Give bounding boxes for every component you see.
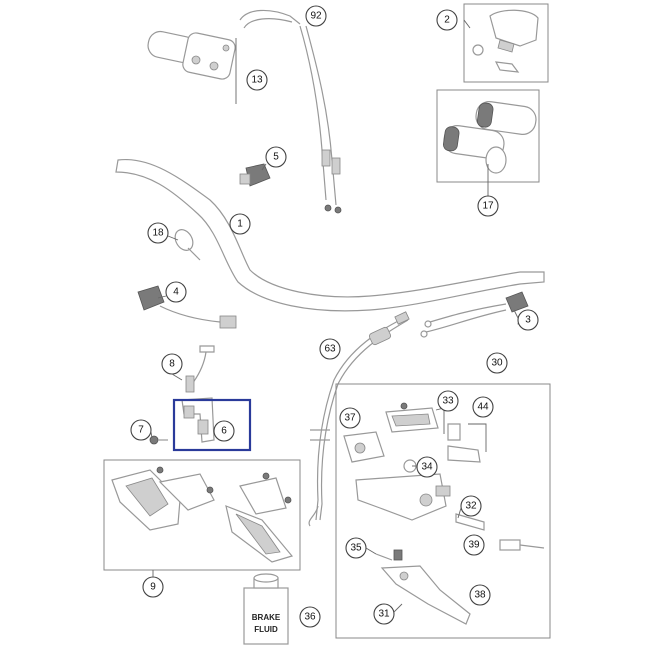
svg-text:31: 31 bbox=[378, 609, 390, 620]
svg-text:33: 33 bbox=[442, 396, 454, 407]
svg-text:30: 30 bbox=[491, 358, 503, 369]
svg-text:2: 2 bbox=[444, 15, 450, 26]
throttle-housing-cover[interactable] bbox=[472, 9, 539, 73]
callout-6[interactable]: 6 bbox=[213, 420, 235, 442]
callout-13[interactable]: 13 bbox=[246, 69, 268, 91]
svg-text:13: 13 bbox=[251, 75, 263, 86]
svg-text:36: 36 bbox=[304, 612, 316, 623]
throttle-cables[interactable] bbox=[239, 9, 342, 214]
callout-31[interactable]: 31 bbox=[373, 603, 395, 625]
highlight-box bbox=[172, 398, 252, 452]
left-switch[interactable] bbox=[137, 285, 237, 329]
callout-38[interactable]: 38 bbox=[469, 584, 491, 606]
callout-34[interactable]: 34 bbox=[416, 456, 438, 478]
bolt-7[interactable] bbox=[149, 435, 168, 445]
svg-text:17: 17 bbox=[482, 201, 494, 212]
svg-text:32: 32 bbox=[465, 501, 477, 512]
svg-text:6: 6 bbox=[221, 426, 227, 437]
callout-7[interactable]: 7 bbox=[130, 419, 152, 441]
bottle-label-line2: FLUID bbox=[254, 625, 278, 634]
handlebar-grips[interactable] bbox=[442, 100, 537, 174]
svg-text:8: 8 bbox=[169, 359, 175, 370]
handlebar[interactable] bbox=[115, 158, 545, 312]
svg-text:4: 4 bbox=[173, 287, 179, 298]
callout-44[interactable]: 44 bbox=[472, 396, 494, 418]
svg-text:18: 18 bbox=[152, 228, 164, 239]
callout-37[interactable]: 37 bbox=[339, 407, 361, 429]
svg-text:44: 44 bbox=[477, 402, 489, 413]
callout-92[interactable]: 92 bbox=[305, 5, 327, 27]
box-throttle-housing bbox=[463, 3, 549, 83]
callout-3[interactable]: 3 bbox=[517, 309, 539, 331]
switch-bracket[interactable] bbox=[181, 397, 215, 443]
callout-5[interactable]: 5 bbox=[265, 146, 287, 168]
callout-35[interactable]: 35 bbox=[345, 537, 367, 559]
svg-text:1: 1 bbox=[237, 219, 243, 230]
cable-tie[interactable] bbox=[172, 226, 201, 261]
svg-text:3: 3 bbox=[525, 315, 531, 326]
svg-text:37: 37 bbox=[344, 413, 356, 424]
svg-text:39: 39 bbox=[468, 540, 480, 551]
svg-text:38: 38 bbox=[474, 590, 486, 601]
svg-text:35: 35 bbox=[350, 543, 362, 554]
svg-text:92: 92 bbox=[310, 11, 322, 22]
bottle-label-line1: BRAKE bbox=[252, 613, 281, 622]
svg-text:34: 34 bbox=[421, 462, 433, 473]
callout-9[interactable]: 9 bbox=[142, 576, 164, 598]
box-handguards bbox=[103, 459, 301, 571]
callout-63[interactable]: 63 bbox=[319, 338, 341, 360]
svg-text:9: 9 bbox=[150, 582, 156, 593]
handguards[interactable] bbox=[111, 466, 294, 563]
callout-1[interactable]: 1 bbox=[229, 213, 251, 235]
svg-text:5: 5 bbox=[273, 152, 279, 163]
callout-4[interactable]: 4 bbox=[165, 281, 187, 303]
svg-text:63: 63 bbox=[324, 344, 336, 355]
callout-8[interactable]: 8 bbox=[161, 353, 183, 375]
callout-2[interactable]: 2 bbox=[436, 9, 458, 31]
callout-39[interactable]: 39 bbox=[463, 534, 485, 556]
callout-30[interactable]: 30 bbox=[486, 352, 508, 374]
box-master-cylinder bbox=[335, 383, 551, 639]
callout-36[interactable]: 36 bbox=[299, 606, 321, 628]
callout-18[interactable]: 18 bbox=[147, 222, 169, 244]
brake-master-cylinder[interactable] bbox=[343, 402, 545, 625]
bolt-8[interactable] bbox=[185, 345, 215, 393]
svg-text:7: 7 bbox=[138, 425, 144, 436]
callout-17[interactable]: 17 bbox=[477, 195, 499, 217]
brake-fluid-bottle[interactable]: BRAKE FLUID bbox=[243, 573, 289, 645]
kill-switch[interactable] bbox=[239, 163, 271, 187]
callout-33[interactable]: 33 bbox=[437, 390, 459, 412]
throttle-grip-assembly[interactable] bbox=[146, 29, 237, 80]
callout-32[interactable]: 32 bbox=[460, 495, 482, 517]
